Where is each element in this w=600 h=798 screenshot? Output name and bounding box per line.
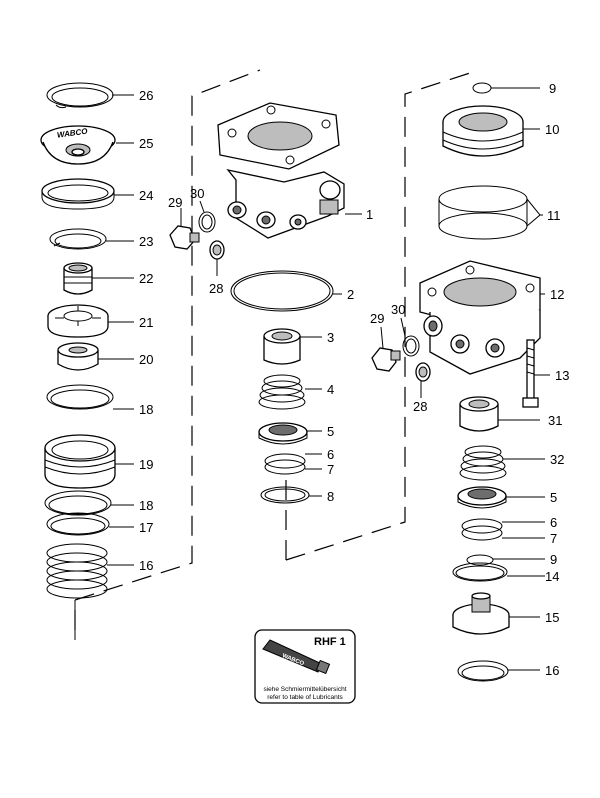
part-14-ring [452,562,508,582]
callout-24: 23 [139,234,153,249]
callout-26: 25 [139,136,153,151]
part-28-nut [209,240,225,260]
part-5-valve [258,422,308,445]
callout-29-right: 29 [370,311,384,326]
callout-18-upper: 18 [139,402,153,417]
callout-7-right: 7 [550,531,557,546]
part-22-spring-plate [47,304,109,338]
part-20-piston [44,434,116,489]
part-6-7-rings-right [461,518,503,541]
lubricant-code: RHF 1 [314,636,346,648]
callout-9: 9 [549,81,556,96]
callout-11: 11 [547,208,561,223]
part-6-7-rings [264,453,306,475]
part-3-bushing [263,328,301,365]
callout-12: 12 [550,287,564,302]
part-9-o-ring-top [472,82,492,94]
part-17-spring [46,543,108,599]
callout-32: 32 [550,452,564,467]
part-23-plunger [63,262,93,295]
callout-31: 31 [548,413,562,428]
part-5-valve-right [457,486,507,509]
callout-20: 19 [139,457,153,472]
assembly-guide-lines [74,69,471,640]
callout-30-left: 30 [190,186,204,201]
part-13-bolt [522,339,539,408]
part-19-ring [44,490,112,516]
callout-9-lower: 9 [550,552,557,567]
part-26-cover-cap: WABCO [40,125,116,165]
callout-30-right: 30 [391,302,405,317]
leader-lines [92,87,550,671]
callout-2: 2 [347,287,354,302]
part-29-plug [169,225,200,250]
callout-3: 3 [327,330,334,345]
lubricant-line-1: siehe Schmiermittelübersicht [263,686,346,693]
part-8-clip-ring [260,486,310,504]
part-28-nut-right [415,362,431,382]
callout-1: 1 [366,207,373,222]
callout-4: 4 [327,382,334,397]
callout-15: 15 [545,610,559,625]
part-30-seal-ring-right [402,335,420,357]
part-10-cap [442,105,524,157]
callout-10: 10 [545,122,559,137]
part-15-valve-insert [452,592,510,635]
callout-27: 26 [139,88,153,103]
callout-19: 18 [139,498,153,513]
callout-29-left: 29 [168,195,182,210]
part-29-plug-right [371,347,401,372]
part-16-circlip [457,660,509,682]
callout-28-left: 28 [209,281,223,296]
part-18-circlip-lower [46,512,110,536]
part-21-bushing [57,342,99,371]
callout-22: 21 [139,315,153,330]
lubricant-line-2: refer to table of Lubricants [267,694,343,701]
part-11-rings [438,185,528,240]
callout-5-right: 5 [550,490,557,505]
callout-18-lower: 17 [139,520,153,535]
callout-13: 13 [555,368,569,383]
part-24-circlip [49,228,107,250]
callout-14: 14 [545,569,559,584]
part-1-housing [217,102,345,239]
callout-16: 16 [545,663,559,678]
callout-6: 6 [327,447,334,462]
callout-25: 24 [139,188,153,203]
part-31-bushing [459,396,499,432]
lubricant-note-box: RHF 1 WABCO siehe Schmiermittelübersicht… [254,629,356,704]
part-27-snap-ring [46,82,114,109]
part-30-seal-ring [198,211,216,233]
callout-7: 7 [327,462,334,477]
callout-21: 20 [139,352,153,367]
part-32-spring [459,445,507,481]
callout-28-right: 28 [413,399,427,414]
callout-6-right: 6 [550,515,557,530]
part-12-housing [419,260,541,375]
part-2-o-ring [230,270,334,312]
callout-labels: 26 25 24 23 22 21 20 18 19 18 17 16 1 2 … [139,81,569,678]
part-18-circlip-upper [46,384,114,410]
callout-17: 16 [139,558,153,573]
callout-5: 5 [327,424,334,439]
part-9-ring-lower [466,554,494,566]
part-4-spring [258,374,306,410]
callout-8: 8 [327,489,334,504]
wabco-logo-text: WABCO [56,126,88,139]
part-25-ring [41,178,115,210]
callout-23: 22 [139,271,153,286]
